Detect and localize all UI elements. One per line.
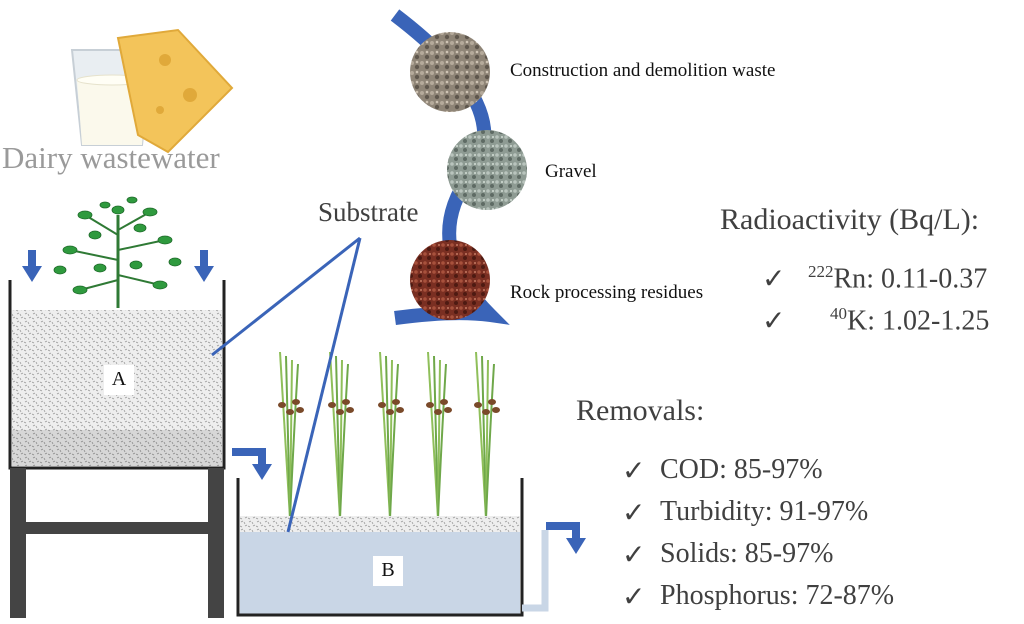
wetland-b [236,478,549,617]
leafy-plant-icon [53,196,182,308]
isotope-mass: 222 [808,262,834,281]
check-icon: ✓ [622,540,646,571]
red-rock-icon [410,240,490,320]
removal-item-phosphorus: Phosphorus: 72-87% [660,580,895,611]
check-icon: ✓ [622,498,646,529]
isotope-symbol: Rn [833,263,867,295]
wetland-b-label: B [381,559,395,581]
material-label-cdw: Construction and demolition waste [510,60,776,81]
radioactivity-item-rn: 222Rn: 0.11-0.37 [808,262,987,295]
isotope-range: : 0.11-0.37 [866,263,988,295]
isotope-symbol: K [847,305,868,337]
substrate-label: Substrate [318,197,419,227]
wetland-a [8,280,226,618]
outflow-arrow [546,522,580,540]
check-icon: ✓ [762,264,786,295]
reed-plants [278,351,500,519]
removal-item-solids: Solids: 85-97% [660,538,834,569]
removals-title: Removals: [576,394,705,427]
inflow-arrow-right [194,250,214,282]
rubble-icon [410,32,490,112]
check-icon: ✓ [762,306,786,337]
substrate-pointer-lines [211,236,362,533]
source-label: Dairy wastewater [2,140,220,175]
removal-item-cod: COD: 85-97% [660,454,823,485]
wetland-a-label: A [111,368,127,390]
check-icon: ✓ [622,582,646,613]
inflow-arrow-left [22,250,42,282]
isotope-mass: 40 [830,304,847,323]
isotope-range: : 1.02-1.25 [867,305,990,337]
material-label-gravel: Gravel [545,161,597,182]
material-label-rock-residues: Rock processing residues [510,282,704,303]
flow-arrow-a-to-b [232,448,266,466]
gravel-icon [447,130,527,210]
radioactivity-title: Radioactivity (Bq/L): [720,203,980,236]
radioactivity-item-k: 40K: 1.02-1.25 [830,304,989,337]
removal-item-turbidity: Turbidity: 91-97% [660,496,869,527]
check-icon: ✓ [622,456,646,487]
cheese-icon [116,28,234,154]
